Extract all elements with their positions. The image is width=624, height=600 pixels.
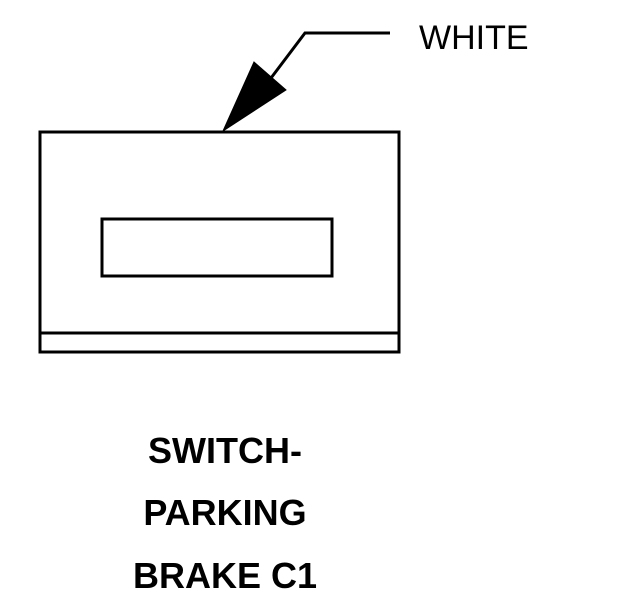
connector-outline	[38, 130, 401, 354]
callout-label: WHITE	[419, 19, 529, 57]
caption-line-1: SWITCH-	[148, 430, 302, 471]
leader-line	[266, 31, 390, 83]
callout-leader	[221, 31, 390, 133]
caption-line-2: PARKING	[143, 492, 306, 533]
caption: SWITCH- PARKING BRAKE C1	[133, 430, 317, 596]
caption-line-3: BRAKE C1	[133, 555, 317, 596]
connector-slot	[100, 217, 334, 278]
arrowhead-icon	[221, 61, 287, 133]
connector-body	[38, 130, 401, 354]
